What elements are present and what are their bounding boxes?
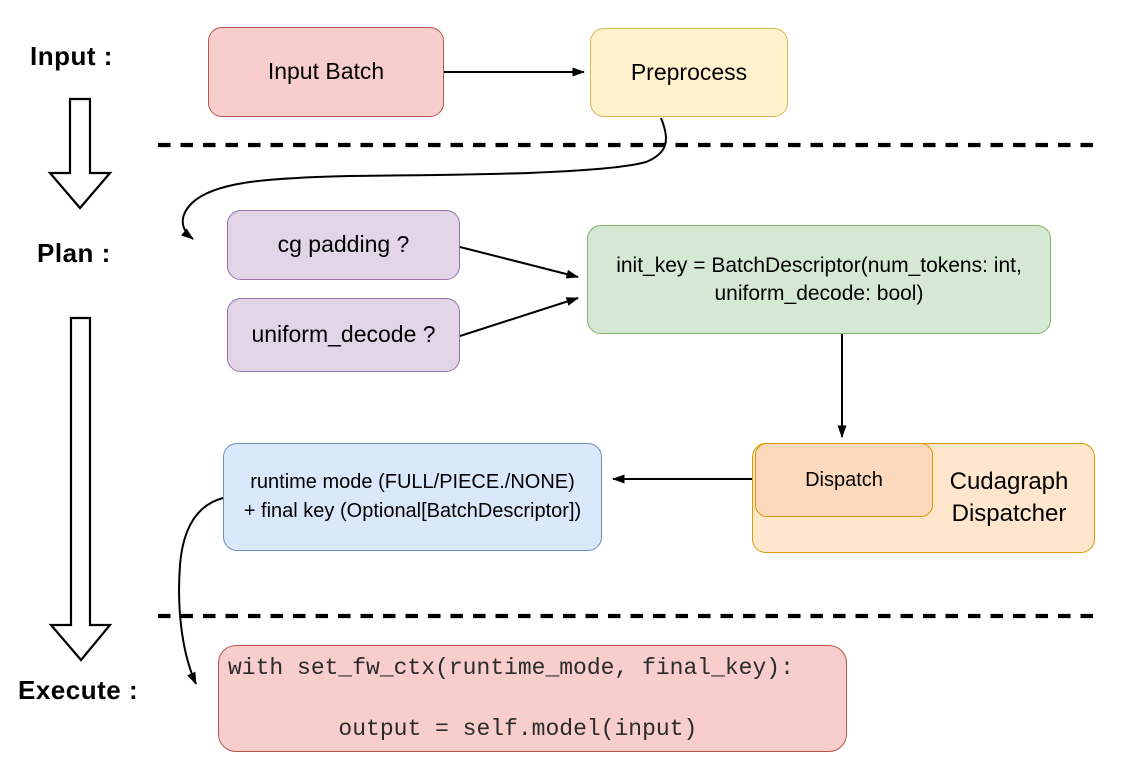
runtime-mode-text: runtime mode (FULL/PIECE./NONE) + final … xyxy=(244,468,581,526)
node-preprocess-label: Preprocess xyxy=(630,58,748,85)
node-cg-padding: cg padding ? xyxy=(227,210,460,280)
node-preprocess: Preprocess xyxy=(590,28,788,117)
execute-code-line2: output = self.model(input) xyxy=(283,715,698,742)
input-to-plan-arrow-icon xyxy=(47,97,113,210)
node-uniform-decode: uniform_decode ? xyxy=(227,298,460,372)
connector-uniform-decode-to-init-key xyxy=(459,297,579,337)
runtime-mode-line2: + final key (Optional[BatchDescriptor]) xyxy=(243,500,582,522)
runtime-mode-line1: runtime mode (FULL/PIECE./NONE) xyxy=(250,471,575,493)
node-runtime-mode: runtime mode (FULL/PIECE./NONE) + final … xyxy=(223,443,602,551)
node-input-batch: Input Batch xyxy=(208,27,444,117)
node-init-key-text: init_key = BatchDescriptor(num_tokens: i… xyxy=(616,252,1022,307)
node-dispatch: Dispatch xyxy=(755,443,933,517)
node-input-batch-label: Input Batch xyxy=(267,58,385,85)
connector-cg-padding-to-init-key xyxy=(459,246,579,279)
execute-code-line1: with set_fw_ctx(runtime_mode, final_key)… xyxy=(228,654,794,681)
node-cg-padding-label: cg padding ? xyxy=(277,231,410,258)
node-execute-code: with set_fw_ctx(runtime_mode, final_key)… xyxy=(218,645,847,752)
plan-to-execute-arrow-icon xyxy=(48,316,113,662)
input-stage-label: Input : xyxy=(30,41,113,71)
node-uniform-decode-label: uniform_decode ? xyxy=(251,321,436,348)
plan-stage-label: Plan : xyxy=(37,238,111,268)
cudagraph-dispatcher-label: Cudagraph Dispatcher xyxy=(924,466,1094,531)
node-init-key: init_key = BatchDescriptor(num_tokens: i… xyxy=(587,225,1051,334)
connector-runtime-mode-to-execute-code xyxy=(178,497,224,685)
init-key-line2: uniform_decode: bool) xyxy=(714,281,924,305)
execute-stage-label: Execute : xyxy=(18,675,139,705)
node-dispatch-label: Dispatch xyxy=(805,469,883,491)
cudagraph-line1: Cudagraph xyxy=(949,467,1069,495)
init-key-line1: init_key = BatchDescriptor(num_tokens: i… xyxy=(616,253,1022,277)
cudagraph-line2: Dispatcher xyxy=(951,500,1067,527)
execute-code-text: with set_fw_ctx(runtime_mode, final_key)… xyxy=(228,653,794,744)
